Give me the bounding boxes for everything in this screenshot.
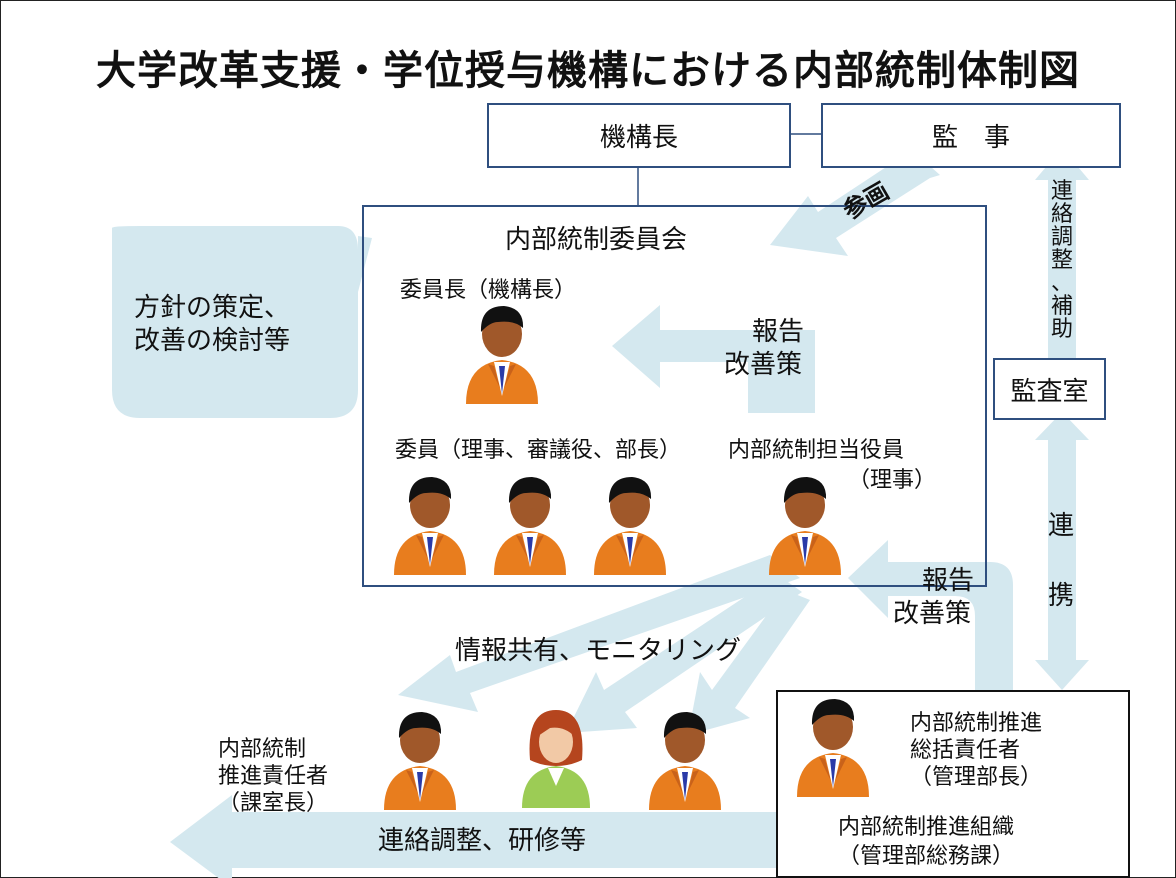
head-box: 機構長 [487,103,791,168]
general-line3: （管理部長） [910,765,1043,790]
diagram-title: 大学改革支援・学位授与機構における内部統制体制図 [96,48,1080,94]
head-label: 機構長 [599,123,678,153]
policy-text-line2: 改善の検討等 [134,326,291,356]
info-arrow-right [688,590,810,735]
liaison-char: 連 [1050,179,1073,204]
auditor-label: 監 事 [931,123,1010,153]
participation-arrow [770,150,940,256]
org-line1: 内部統制推進組織 [838,815,1015,840]
report-upper-line1: 報告 [752,317,805,347]
committee-label: 内部統制委員会 [505,225,688,255]
coordination-label: 連絡調整、研修等 [378,826,587,856]
report-arrow-upper [612,305,780,413]
officer-label-line1: 内部統制担当役員 [728,438,905,463]
liaison-char: 補 [1050,294,1073,319]
coordination-arrow [170,795,780,878]
audit-office-box: 監査室 [993,358,1106,420]
report-arrow-lower [848,540,1013,690]
person-icon-promoter-3 [649,712,721,810]
policy-text-line1: 方針の策定、 [134,293,291,323]
org-line2: （管理部総務課） [838,844,1015,869]
general-line2: 総括責任者 [910,738,1021,763]
promoter-line2: 推進責任者 [218,764,329,789]
person-icon-officer [769,477,841,575]
report-lower-line2: 改善策 [893,599,972,629]
cooperation-char-1: 連 [1048,511,1075,541]
person-icon-member-2 [494,477,566,575]
promoter-line3: （課室長） [218,791,329,816]
person-icon-general-manager [797,699,869,797]
promoter-line1: 内部統制 [218,737,307,762]
liaison-char: 整 [1050,248,1073,273]
info-arrow-mid [566,575,802,733]
liaison-char: 調 [1050,225,1073,250]
info-arrow-left [398,555,800,712]
liaison-vertical-text: 連絡調整、補助 [1048,180,1076,341]
policy-callout-bubble [112,226,372,418]
report-upper-line2: 改善策 [724,350,803,380]
chair-label: 委員長（機構長） [400,278,577,303]
committee-box [362,205,987,587]
cooperation-double-arrow [1035,412,1089,690]
auditor-box: 監 事 [821,103,1121,168]
report-arrow-upper-stem [780,330,815,413]
person-icon-member-3 [594,477,666,575]
liaison-char: 絡 [1050,202,1073,227]
officer-label-line2: （理事） [848,468,937,493]
general-line1: 内部統制推進 [910,711,1043,736]
members-label: 委員（理事、審議役、部長） [395,438,682,463]
liaison-char: 助 [1050,317,1073,342]
info-sharing-label: 情報共有、モニタリング [455,636,742,666]
audit-office-label: 監査室 [1010,376,1089,407]
person-icon-promoter-2 [522,710,590,808]
person-icon-member-1 [394,477,466,575]
person-icon-promoter-1 [384,712,456,810]
report-lower-line1: 報告 [922,566,975,596]
person-icon-chair [466,306,538,404]
cooperation-char-2: 携 [1048,581,1075,611]
liaison-char: 、 [1050,271,1073,296]
liaison-arrow-up [1035,148,1089,358]
